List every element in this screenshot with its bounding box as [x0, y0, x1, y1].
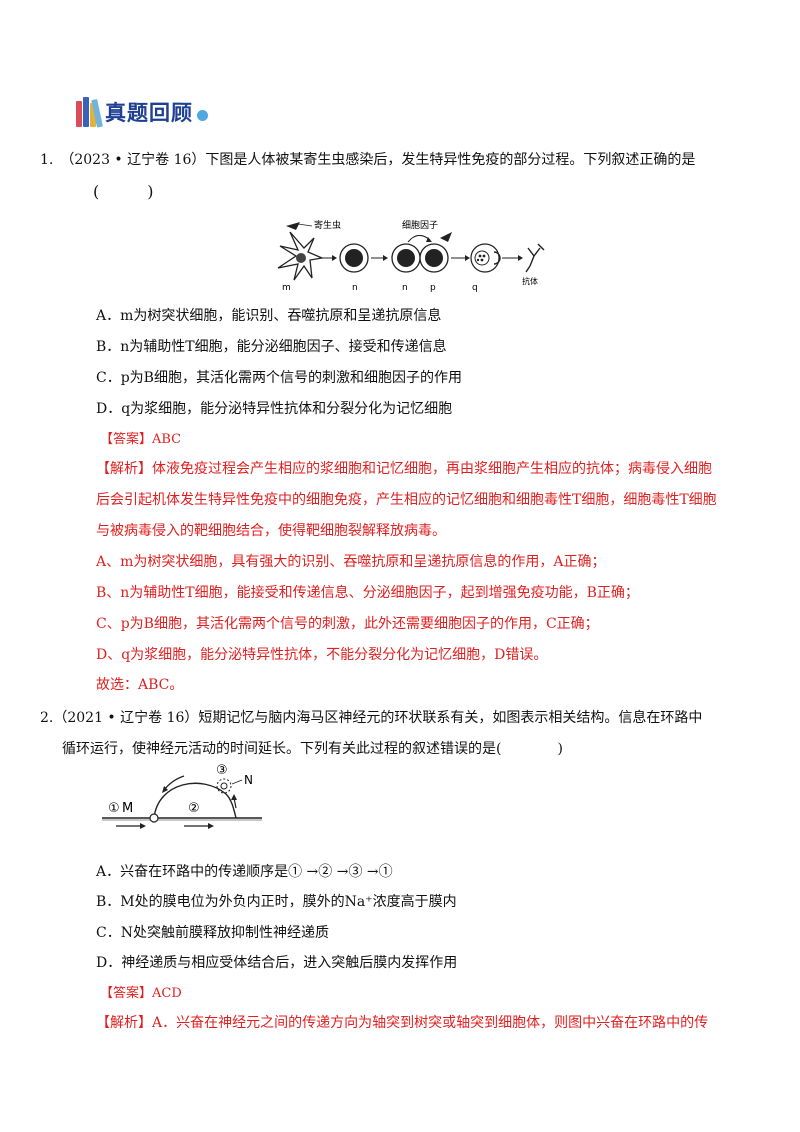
label-circle-3: ③	[216, 763, 228, 778]
q1-option-d: D．q为浆细胞，能分泌特异性抗体和分裂分化为记忆细胞	[96, 401, 453, 417]
q1-analysis-c: C、p为B细胞，其活化需两个信号的刺激，此外还需要细胞因子的作用，C正确；	[96, 616, 599, 632]
parasite-icon	[286, 222, 313, 230]
label-p: p	[430, 283, 436, 293]
label-antibody: 抗体	[522, 276, 538, 286]
q1-stem-line1: 1. （2023 • 辽宁卷 16）下图是人体被某寄生虫感染后，发生特异性免疫的…	[40, 152, 696, 168]
q1-analysis-d: D、q为浆细胞，能分泌特异性抗体，不能分裂分化为记忆细胞，D错误。	[96, 647, 548, 663]
q1-option-a: A．m为树突状细胞，能识别、吞噬抗原和呈递抗原信息	[96, 308, 442, 324]
q1-analysis-a: A、m为树突状细胞，具有强大的识别、吞噬抗原和呈递抗原信息的作用，A正确；	[96, 554, 606, 570]
q1-conclusion: 故选：ABC。	[96, 677, 184, 693]
q2-option-d: D．神经递质与相应受体结合后，进入突触后膜内发挥作用	[96, 955, 458, 971]
dendritic-cell	[277, 231, 325, 281]
q1-answer: 【答案】ABC	[100, 432, 182, 447]
label-m: m	[282, 283, 291, 293]
q1-analysis-line2: 后会引起机体发生特异性免疫中的细胞免疫，产生相应的记忆细胞和细胞毒性T细胞，细胞…	[96, 492, 717, 508]
antibody-icon	[525, 243, 545, 273]
q1-answer-bracket: ( )	[93, 182, 154, 201]
q2-answer: 【答案】ACD	[100, 986, 182, 1001]
q1-immune-process-figure: 寄生虫 细胞因子 m n n p q 抗体	[277, 219, 545, 293]
books-icon	[76, 97, 103, 128]
label-circle-2: ②	[188, 801, 200, 816]
section-title: 真题回顾	[105, 101, 193, 125]
q1-option-c: C．p为B细胞，其活化需两个信号的刺激和细胞因子的作用	[96, 370, 462, 386]
q1-option-b: B．n为辅助性T细胞，能分泌细胞因子、接受和传递信息	[96, 339, 447, 355]
q1-analysis-line3: 与被病毒侵入的靶细胞结合，使得靶细胞裂解释放病毒。	[96, 523, 446, 539]
label-cytokine: 细胞因子	[402, 219, 438, 231]
header-dot-icon	[197, 109, 208, 121]
label-circle-1: ①	[108, 801, 120, 816]
label-N: N	[244, 773, 253, 787]
q2-analysis-line1: 【解析】A．兴奋在神经元之间的传递方向为轴突到树突或轴突到细胞体，则图中兴奋在环…	[96, 1015, 709, 1031]
q2-option-b: B．M处的膜电位为外负内正时，膜外的Na⁺浓度高于膜内	[96, 894, 457, 910]
q1-analysis-b: B、n为辅助性T细胞，能接受和传递信息、分泌细胞因子，起到增强免疫功能，B正确；	[96, 585, 639, 601]
label-M: M	[122, 801, 133, 816]
synapse-m	[149, 813, 159, 823]
synapse-n	[216, 778, 232, 794]
label-n2: n	[402, 283, 408, 293]
q2-neural-loop-figure: ① M ② ③ N	[102, 763, 262, 829]
q2-option-a: A．兴奋在环路中的传递顺序是① →② →③ →①	[96, 864, 393, 880]
q1-analysis-line1: 【解析】体液免疫过程会产生相应的浆细胞和记忆细胞，再由浆细胞产生相应的抗体；病毒…	[96, 461, 712, 477]
label-parasite: 寄生虫	[314, 219, 341, 231]
label-n1: n	[352, 283, 358, 293]
q2-option-c: C．N处突触前膜释放抑制性神经递质	[96, 925, 329, 941]
q2-stem-line1: 2.（2021 • 辽宁卷 16）短期记忆与脑内海马区神经元的环状联系有关，如图…	[40, 710, 703, 726]
q2-stem-line2: 循环运行，使神经元活动的时间延长。下列有关此过程的叙述错误的是( )	[62, 741, 563, 757]
section-header: 真题回顾	[76, 94, 208, 130]
label-q: q	[472, 283, 478, 293]
parasite-icon-2	[440, 232, 452, 242]
